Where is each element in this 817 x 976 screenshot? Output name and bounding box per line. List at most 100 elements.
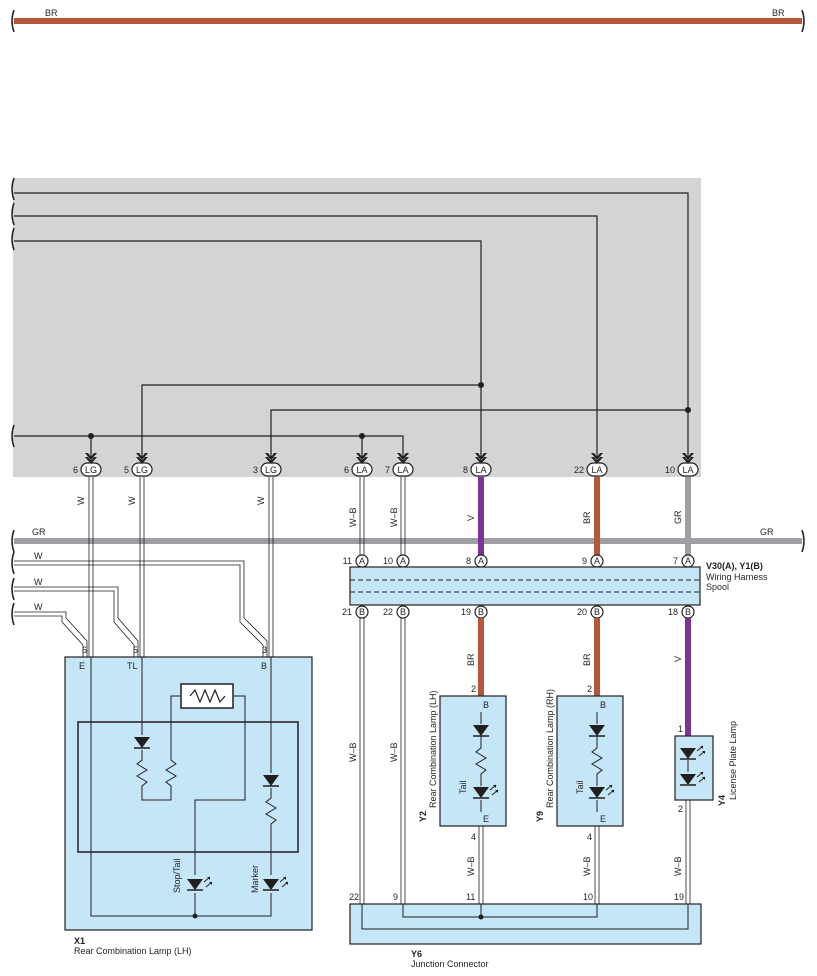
svg-text:9: 9 (582, 556, 587, 566)
y2-term-b: B (483, 700, 489, 710)
connector-la6: LA 6 (344, 462, 373, 477)
w-label-2: W (127, 496, 137, 505)
y2-term-e: E (483, 814, 489, 824)
w-label-3: W (256, 496, 266, 505)
svg-text:A: A (685, 556, 691, 566)
connector-la8: LA 8 (463, 462, 492, 477)
v-label-1: V (466, 515, 476, 521)
wb-wire-2 (400, 477, 406, 555)
left-bracket-c (11, 602, 15, 626)
y4-pin-top: 1 (678, 724, 683, 734)
shaded-region (13, 178, 701, 477)
x1-name: Rear Combination Lamp (LH) (74, 946, 192, 956)
svg-text:11: 11 (343, 556, 352, 566)
x1-pin-5: 5 (133, 645, 138, 655)
svg-text:6: 6 (344, 465, 349, 475)
spool-pin-a-11: A 11 (343, 554, 369, 568)
wb-wire-5 (478, 826, 484, 904)
svg-text:21: 21 (342, 607, 352, 617)
x1-term-tl: TL (127, 661, 138, 671)
connector-la7: LA 7 (385, 462, 414, 477)
y2-id: Y2 (418, 811, 428, 822)
svg-text:B: B (478, 607, 484, 617)
v-label-2: V (673, 656, 683, 662)
bracket-3 (11, 227, 15, 251)
wb-wire-3 (359, 618, 365, 904)
br-label-3: BR (582, 653, 592, 666)
y9-pin-bottom: 4 (587, 832, 592, 842)
spool-pin-b-20: B 20 (577, 605, 604, 619)
y2-pin-top: 2 (471, 684, 476, 694)
spool-pin-b-22: B 22 (383, 605, 410, 619)
y2-rear-combination-lamp-lh (439, 695, 507, 827)
spool-pin-b-19: B 19 (461, 605, 488, 619)
br-bus-label-left: BR (45, 8, 58, 18)
svg-text:20: 20 (577, 607, 587, 617)
svg-text:7: 7 (385, 465, 390, 475)
wb-wire-4 (400, 618, 406, 904)
bracket-1 (11, 177, 15, 201)
br-label-2: BR (466, 653, 476, 666)
spool-pin-b-18: B 18 (668, 605, 695, 619)
svg-text:B: B (359, 607, 365, 617)
wb-wire-1 (359, 477, 365, 555)
svg-text:22: 22 (574, 465, 584, 475)
spool-pin-a-10: A 10 (383, 554, 410, 568)
connector-lg5: LG 5 (124, 462, 153, 477)
wb-wire-6 (594, 826, 600, 904)
left-w-wires (14, 560, 268, 657)
y2-name: Rear Combination Lamp (LH) (428, 690, 438, 808)
svg-text:LA: LA (356, 465, 367, 475)
y4-id: Y4 (717, 795, 727, 806)
svg-text:LG: LG (265, 465, 277, 475)
y6-pin-19: 19 (674, 892, 684, 902)
y6-pin-10: 10 (583, 892, 593, 902)
gr-bus-right-bracket (801, 529, 805, 553)
svg-text:LG: LG (85, 465, 97, 475)
w-label-1: W (76, 496, 86, 505)
x1-stop-tail-label: Stop/Tail (172, 858, 182, 893)
svg-text:B: B (400, 607, 406, 617)
wb-label-1: W–B (348, 507, 358, 527)
svg-text:10: 10 (383, 556, 393, 566)
gr-label-1: GR (673, 510, 683, 524)
wb-wire-7 (685, 800, 691, 904)
shaded-wires (14, 192, 689, 462)
left-w-label-bot: W (34, 602, 43, 612)
svg-text:LA: LA (475, 465, 486, 475)
left-w-label-mid: W (34, 577, 43, 587)
x1-ground-dot (192, 913, 198, 919)
y6-junction-connector (349, 903, 702, 945)
y2-pin-bottom: 4 (471, 832, 476, 842)
gr-bus-label-left: GR (32, 527, 46, 537)
x1-internal-wires (90, 657, 277, 917)
wb-label-3: W–B (348, 742, 358, 762)
svg-text:8: 8 (466, 556, 471, 566)
y9-name: Rear Combination Lamp (RH) (545, 689, 555, 808)
gr-bus-left-bracket (11, 529, 15, 553)
x1-rear-combination-lamp-lh (64, 656, 313, 931)
left-bracket-b (11, 577, 15, 601)
svg-text:LA: LA (591, 465, 602, 475)
x1-term-b: B (261, 661, 267, 671)
svg-text:A: A (594, 556, 600, 566)
spool-label: V30(A), Y1(B) (706, 561, 763, 571)
svg-text:7: 7 (673, 556, 678, 566)
w-wire-1 (88, 477, 94, 657)
x1-marker-label: Marker (250, 865, 260, 893)
connector-la22: LA 22 (574, 462, 608, 477)
x1-term-e: E (79, 661, 85, 671)
spool-pin-a-8: A 8 (466, 554, 488, 568)
w-wire-3 (268, 477, 274, 657)
y9-tail-label: Tail (575, 780, 585, 794)
left-bracket-a (11, 551, 15, 575)
splice-dots (88, 382, 691, 439)
bus-left-bracket (11, 9, 15, 33)
wb-label-2: W–B (389, 507, 399, 527)
spool-pin-a-9: A 9 (582, 554, 604, 568)
connector-lg6: LG 6 (73, 462, 102, 477)
wb-label-6: W–B (582, 856, 592, 876)
svg-text:A: A (359, 556, 365, 566)
y4-pin-bottom: 2 (678, 804, 683, 814)
connector-la10: LA 10 (665, 462, 699, 477)
